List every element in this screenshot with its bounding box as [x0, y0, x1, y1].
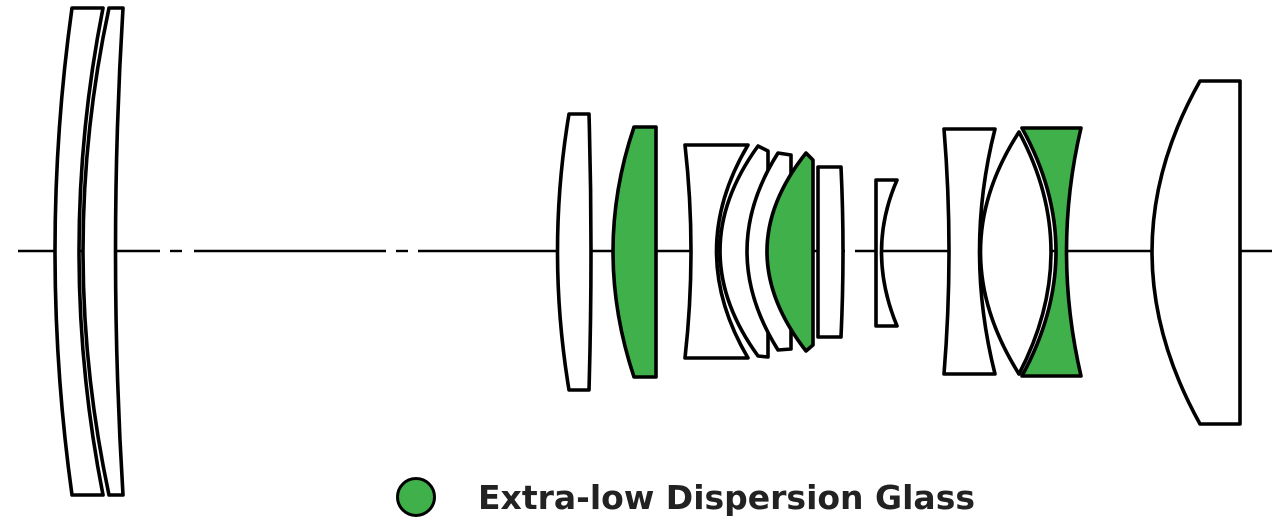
lens-element-11 — [942, 127, 997, 376]
lens-element-12 — [978, 130, 1053, 376]
lens-element-8 — [765, 151, 815, 353]
lens-element-10 — [874, 178, 899, 328]
lens-element-9 — [816, 165, 845, 339]
legend: Extra-low Dispersion Glass — [396, 474, 975, 520]
lens-element-14 — [1150, 79, 1242, 426]
green-circle-icon — [396, 477, 436, 517]
lens-element-2 — [81, 6, 125, 497]
lens-element-3 — [555, 112, 593, 392]
lens-element-1 — [53, 6, 105, 497]
legend-label: Extra-low Dispersion Glass — [478, 477, 975, 517]
lens-element-5 — [683, 143, 750, 360]
lens-element-4 — [611, 125, 658, 379]
lens-element-13 — [1020, 126, 1083, 378]
